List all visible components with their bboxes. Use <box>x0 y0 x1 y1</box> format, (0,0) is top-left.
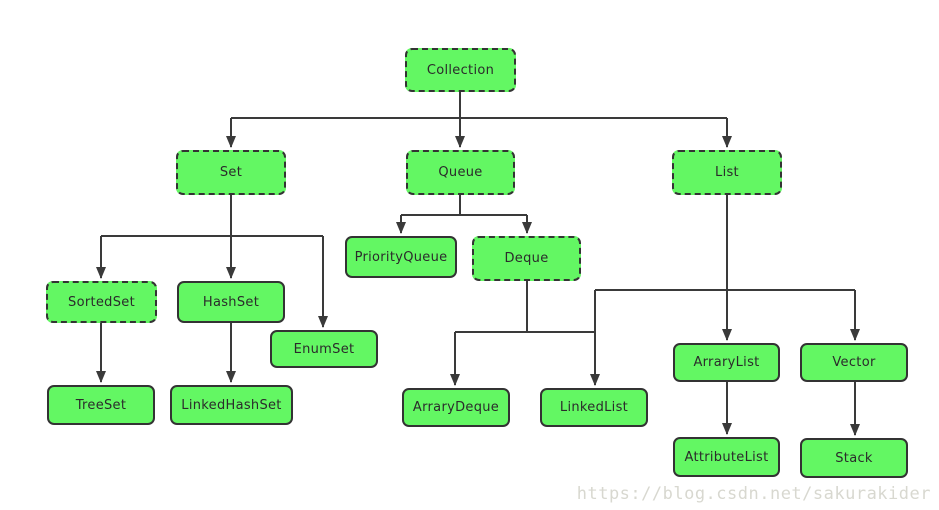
node-linkedlist: LinkedList <box>540 388 648 427</box>
node-label: LinkedHashSet <box>181 397 282 413</box>
node-hashset: HashSet <box>177 281 285 323</box>
node-queue: Queue <box>406 150 515 195</box>
node-label: HashSet <box>202 294 260 310</box>
node-arrarydeque: ArraryDeque <box>402 388 510 427</box>
node-label: List <box>715 165 739 180</box>
node-label: Collection <box>426 62 495 78</box>
node-treeset: TreeSet <box>47 385 155 425</box>
node-label: AttributeList <box>684 449 769 465</box>
node-list: List <box>672 150 782 195</box>
node-attributelist: AttributeList <box>673 437 780 477</box>
node-vector: Vector <box>800 343 908 382</box>
node-set: Set <box>176 150 286 195</box>
node-label: SortedSet <box>68 294 135 310</box>
node-enumset: EnumSet <box>270 330 378 368</box>
node-label: Queue <box>438 165 483 180</box>
watermark-url: https://blog.csdn.net/sakurakider <box>576 484 931 504</box>
node-label: TreeSet <box>75 397 127 413</box>
node-linkedhashset: LinkedHashSet <box>170 385 293 425</box>
node-stack: Stack <box>800 438 908 478</box>
node-label: LinkedList <box>559 400 629 415</box>
node-label: ArraryList <box>693 355 760 370</box>
node-collection: Collection <box>405 48 516 92</box>
node-label: PriorityQueue <box>354 249 448 265</box>
node-label: Set <box>219 165 243 180</box>
node-sortedset: SortedSet <box>46 281 157 323</box>
node-label: Deque <box>504 251 549 266</box>
node-deque: Deque <box>472 236 581 281</box>
node-label: Vector <box>832 355 876 370</box>
node-arrarylist: ArraryList <box>673 343 780 382</box>
node-label: EnumSet <box>293 341 355 357</box>
node-label: ArraryDeque <box>412 400 500 415</box>
node-label: Stack <box>835 450 873 466</box>
node-priorityqueue: PriorityQueue <box>345 236 457 278</box>
